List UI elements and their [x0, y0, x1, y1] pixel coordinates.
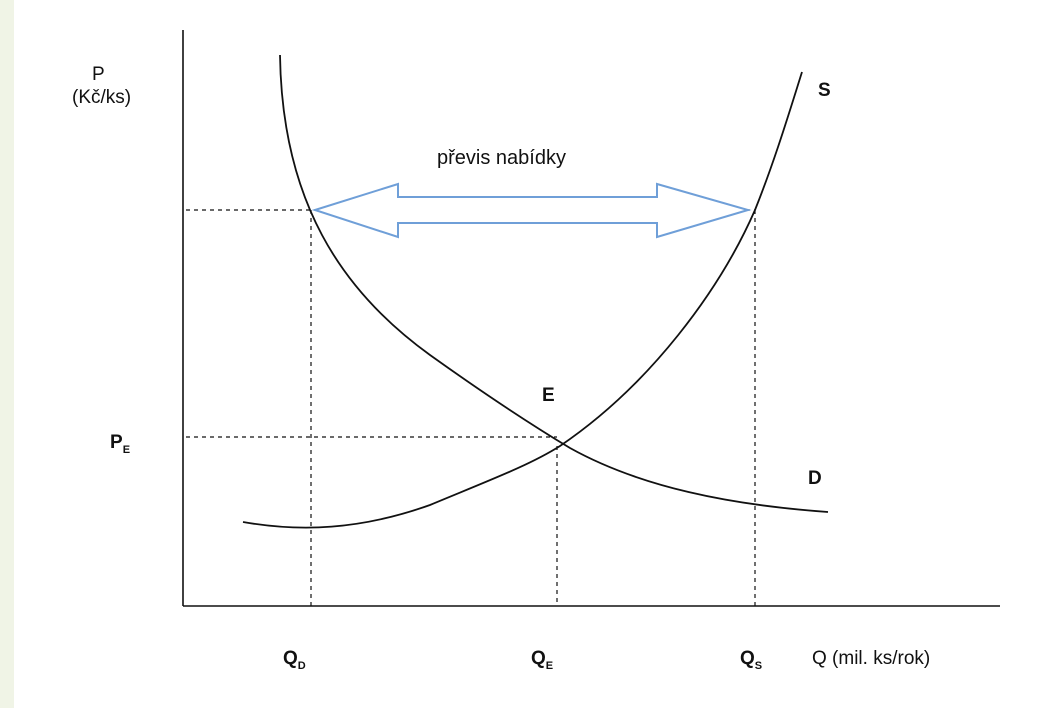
demand-label: D [808, 468, 822, 489]
qs-label: QS [740, 648, 762, 672]
demand-curve [279, 54, 829, 513]
x-axis-label: Q (mil. ks/rok) [812, 648, 930, 669]
qd-label: QD [283, 648, 306, 672]
arrow-caption: převis nabídky [437, 147, 566, 169]
equilibrium-price-label: PE [110, 432, 130, 456]
background-strip [0, 0, 14, 708]
equilibrium-label: E [542, 385, 555, 406]
guide-lines [186, 209, 756, 606]
surplus-arrow [311, 182, 752, 239]
supply-curve [242, 71, 803, 529]
y-axis-unit: (Kč/ks) [72, 87, 131, 108]
qe-label: QE [531, 648, 553, 672]
supply-label: S [818, 80, 831, 101]
y-axis-label: P [92, 64, 105, 85]
